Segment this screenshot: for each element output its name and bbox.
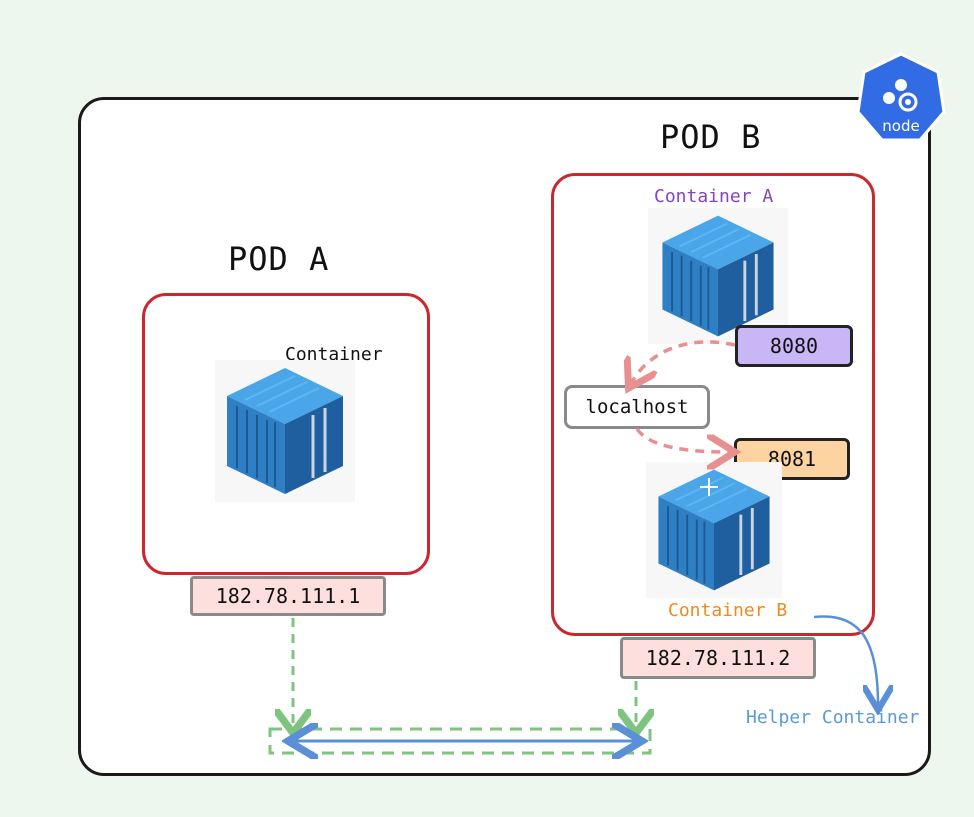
cursor-crosshair-icon: [699, 477, 719, 497]
localhost-box: localhost: [564, 385, 710, 429]
pod-b-title: POD B: [660, 118, 762, 156]
port-8081-tag: 8081: [734, 438, 850, 480]
node-badge: node: [856, 52, 946, 144]
kubernetes-node-icon: [856, 52, 946, 142]
container-b-label: Container B: [668, 600, 788, 621]
node-badge-label: node: [882, 117, 920, 135]
container-a-label: Container A: [654, 186, 774, 207]
pod-a-container-icon: [215, 360, 355, 502]
pod-a-container-label: Container: [285, 344, 383, 365]
container-a-icon: [648, 208, 788, 344]
helper-container-label: Helper Container: [746, 707, 920, 728]
pod-a-ip: 182.78.111.1: [190, 576, 386, 616]
port-8080-tag: 8080: [735, 325, 853, 367]
pod-a-title: POD A: [228, 240, 330, 278]
container-b-icon: [646, 462, 782, 598]
pod-b-ip: 182.78.111.2: [620, 637, 816, 679]
